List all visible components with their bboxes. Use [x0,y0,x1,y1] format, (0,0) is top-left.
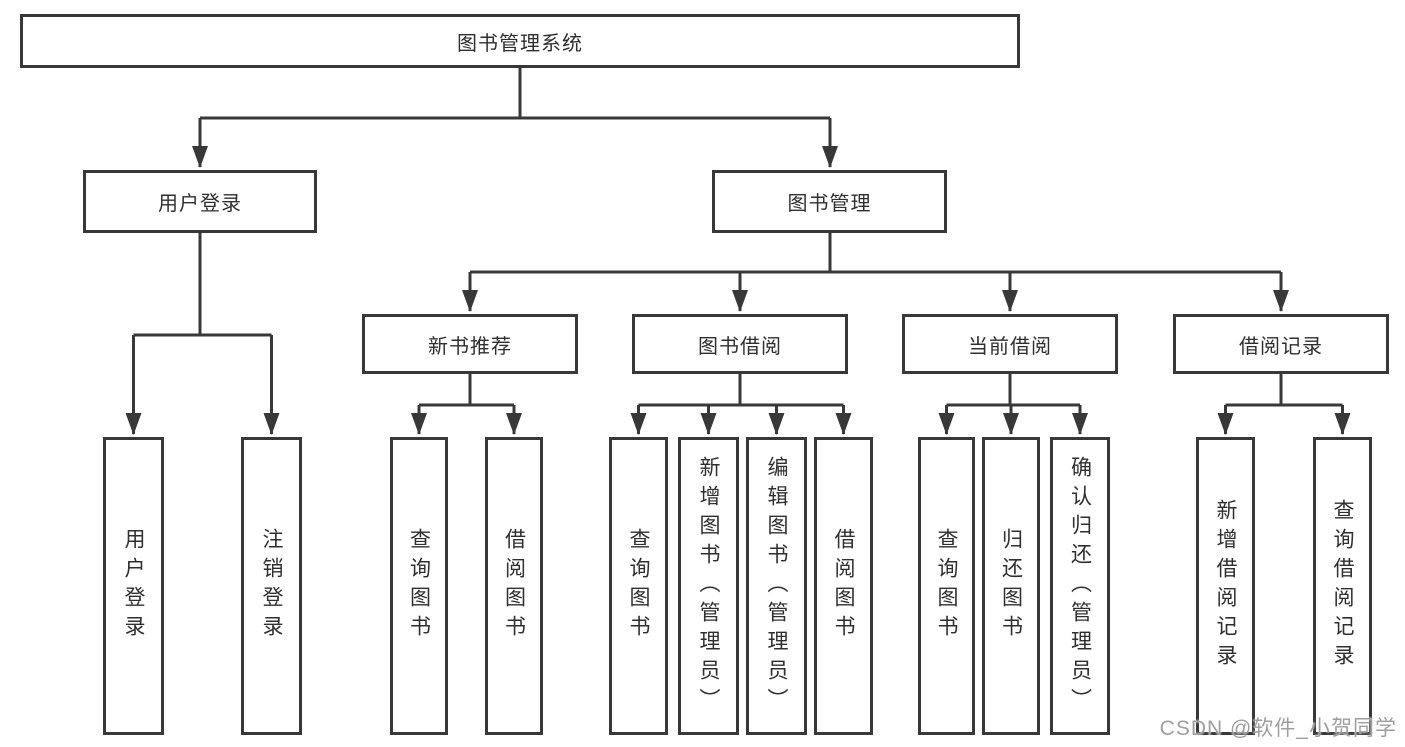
leaf-query-books-recommend: 查询图书 [390,437,448,735]
node-current-borrowing: 当前借阅 [902,314,1118,374]
leaf-borrow-books-recommend: 借阅图书 [485,437,543,735]
leaf-query-books-current: 查询图书 [918,437,975,735]
watermark: CSDN @软件_小贺同学 [1159,717,1397,740]
leaf-query-books-borrow: 查询图书 [609,437,668,735]
node-book-borrowing: 图书借阅 [632,314,848,374]
node-library-management-system: 图书管理系统 [20,14,1020,68]
leaf-edit-books-admin: 编辑图书（管理员） [746,437,807,735]
leaf-logout: 注销登录 [241,437,302,735]
node-new-book-recommendation: 新书推荐 [362,314,578,374]
leaf-confirm-return-admin: 确认归还（管理员） [1050,437,1110,735]
leaf-return-books: 归还图书 [982,437,1040,735]
leaf-query-borrow-record: 查询借阅记录 [1313,437,1372,735]
leaf-add-borrow-record: 新增借阅记录 [1196,437,1255,735]
node-user-login: 用户登录 [83,170,317,233]
leaf-add-books-admin: 新增图书（管理员） [678,437,739,735]
node-book-management: 图书管理 [712,170,947,233]
leaf-borrow-books: 借阅图书 [814,437,873,735]
node-borrowing-records: 借阅记录 [1173,314,1389,374]
leaf-user-login: 用户登录 [103,437,164,735]
